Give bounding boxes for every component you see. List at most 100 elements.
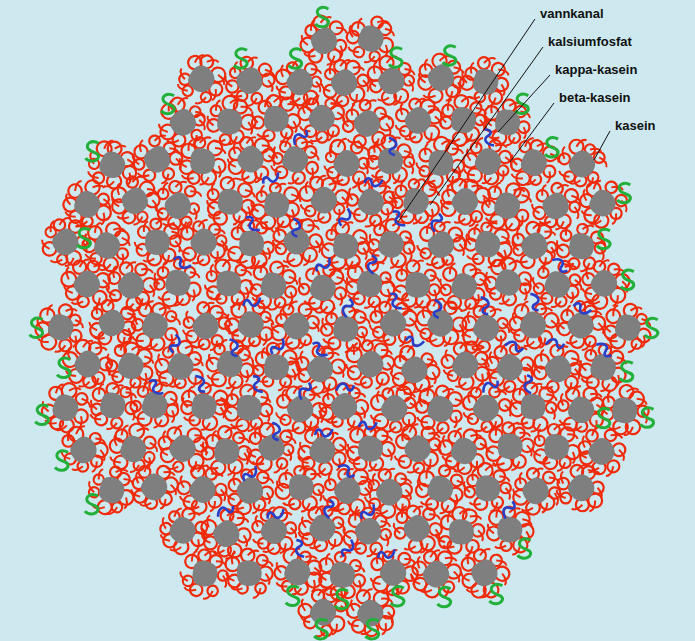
casein-strand [490, 101, 495, 113]
casein-strand [336, 24, 347, 36]
casein-strand [463, 411, 473, 421]
casein-strand [522, 127, 527, 139]
casein-strand [428, 189, 440, 196]
casein-strand [120, 424, 128, 436]
calcium-phosphate [212, 436, 242, 466]
casein-strand [630, 305, 642, 314]
submicelle [508, 381, 559, 435]
submicelle [197, 422, 256, 481]
calcium-phosphate [331, 313, 361, 344]
casein-strand [101, 199, 112, 208]
casein-strand [154, 418, 162, 429]
casein-strand [246, 98, 258, 107]
casein-strand [231, 388, 235, 400]
casein-strand [440, 503, 449, 515]
casein-strand [399, 179, 405, 191]
calcium-phosphate [447, 434, 481, 469]
casein-strand [182, 328, 192, 339]
casein-strand [161, 261, 167, 273]
casein-strand [346, 188, 358, 200]
casein-strand [73, 320, 84, 328]
casein-strand [128, 394, 139, 406]
casein-strand [544, 171, 553, 183]
casein-strand [384, 28, 396, 36]
casein-strand [520, 300, 529, 311]
casein-strand [154, 205, 163, 216]
casein-strand [250, 201, 260, 211]
casein-strand [141, 265, 153, 277]
casein-strand [416, 162, 426, 171]
casein-strand [597, 157, 608, 167]
calcium-phosphate [70, 347, 105, 382]
submicelle [148, 414, 219, 485]
calcium-phosphate [354, 185, 388, 219]
casein-strand [581, 378, 593, 384]
casein-strand [134, 242, 143, 250]
casein-strand [424, 144, 428, 156]
casein-strand [193, 339, 205, 350]
submicelle [460, 460, 514, 514]
calcium-phosphate [188, 309, 223, 344]
calcium-phosphate [262, 190, 291, 219]
casein-strand [607, 391, 611, 403]
submicelle [237, 414, 305, 482]
casein-strand [520, 288, 530, 300]
calcium-phosphate [539, 189, 573, 223]
casein-strand [359, 317, 371, 324]
casein-strand [323, 165, 333, 174]
calcium-phosphate [611, 396, 639, 425]
casein-strand [382, 45, 390, 56]
calcium-phosphate [163, 267, 194, 298]
casein-strand [325, 473, 337, 485]
casein-strand [147, 186, 157, 198]
casein-strand [265, 80, 274, 92]
casein-strand [469, 62, 474, 73]
casein-strand [105, 287, 116, 297]
casein-strand [58, 216, 69, 225]
casein-strand [448, 262, 455, 274]
casein-strand [106, 421, 116, 431]
casein-strand [207, 56, 219, 67]
calcium-phosphate [355, 22, 388, 55]
casein-strand [261, 228, 273, 233]
casein-strand [275, 411, 285, 423]
casein-strand [347, 47, 359, 54]
casein-strand [367, 234, 377, 245]
submicelle [290, 256, 354, 320]
calcium-phosphate [329, 146, 364, 181]
calcium-phosphate [448, 184, 483, 219]
casein-strand [486, 372, 497, 381]
calcium-phosphate [448, 348, 483, 383]
casein-strand [285, 469, 288, 480]
casein-strand [98, 383, 104, 395]
calcium-phosphate [303, 352, 338, 387]
casein-strand [297, 277, 308, 289]
casein-strand [509, 154, 520, 164]
casein-strand [168, 410, 177, 422]
casein-strand [335, 46, 345, 57]
casein-strand [473, 224, 479, 235]
casein-strand [463, 168, 475, 177]
casein-strand [582, 287, 592, 297]
casein-strand [357, 144, 369, 156]
casein-strand [628, 342, 637, 354]
casein-strand [181, 175, 193, 179]
casein-strand [464, 149, 476, 161]
calcium-phosphate [235, 394, 262, 422]
casein-strand [469, 502, 480, 506]
casein-strand [299, 102, 311, 114]
casein-strand [451, 416, 459, 428]
calcium-phosphate [401, 103, 436, 138]
casein-strand [612, 304, 618, 316]
casein-strand [226, 245, 236, 253]
calcium-phosphate [233, 473, 268, 508]
casein-strand [171, 232, 181, 239]
casein-strand [395, 123, 405, 134]
casein-strand [390, 370, 400, 381]
casein-strand [530, 277, 542, 288]
casein-strand [206, 354, 217, 365]
casein-strand [496, 424, 501, 436]
casein-strand [179, 158, 188, 167]
casein-strand [147, 443, 159, 452]
submicelle [477, 251, 539, 313]
